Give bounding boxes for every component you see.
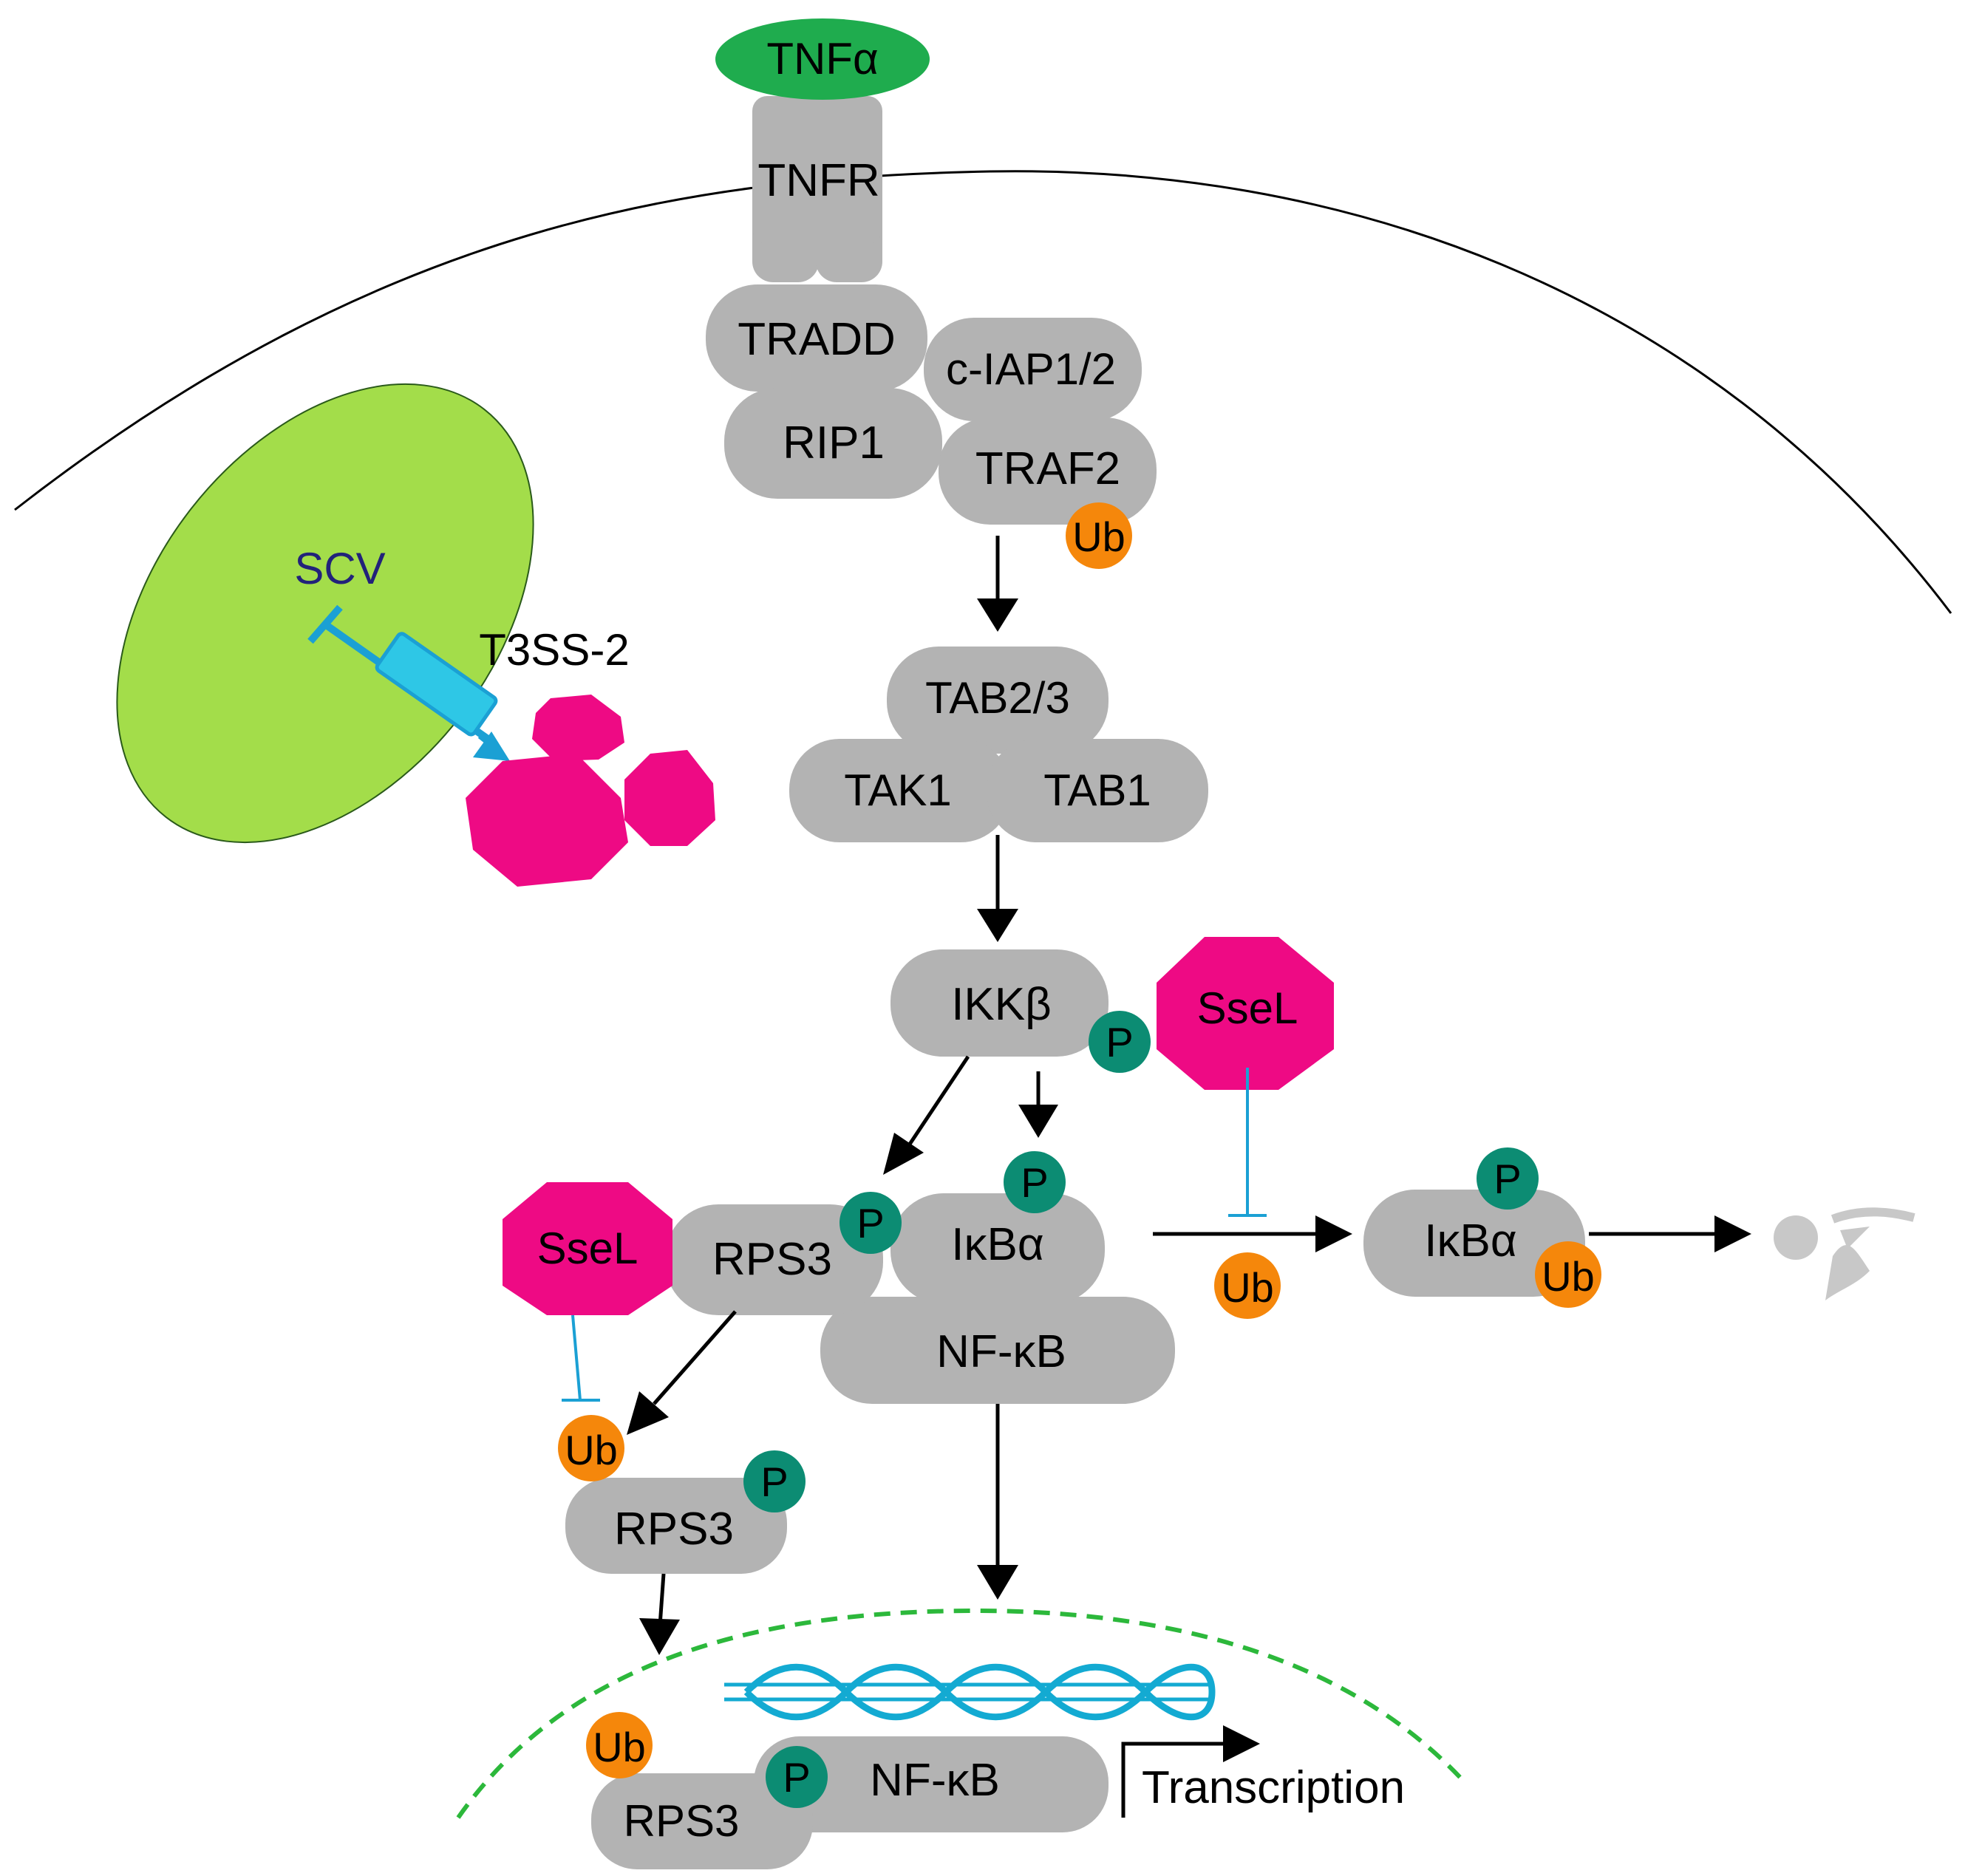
nuclear-envelope [456,1608,1465,1819]
arrow-head [977,909,1018,942]
ub-label: Ub [1221,1264,1274,1311]
nfkb-label: NF-κB [936,1326,1066,1377]
transcription-arrow [1121,1742,1227,1818]
p-label: P [783,1754,810,1801]
tnf-alpha-ligand: TNFα [715,18,930,100]
ssel-label: SseL [1197,983,1298,1033]
phospho-badge: P [1477,1147,1539,1210]
activation-arrow [653,1310,737,1405]
phospho-badge: P [1004,1151,1066,1213]
ub-label: Ub [565,1427,618,1473]
ikba-protein: IκBα [890,1193,1105,1304]
ikkb-label: IKKβ [951,979,1052,1030]
p-label: P [760,1459,788,1505]
tab1-protein: TAB1 [987,739,1208,842]
effector-proteins [466,695,715,887]
arrow-head [977,598,1018,632]
tab1-label: TAB1 [1043,765,1151,815]
inhibition-line [571,1314,582,1401]
ub-label: Ub [1072,514,1125,560]
ub-badge: Ub [1066,502,1132,569]
tradd-label: TRADD [738,314,896,365]
activation-arrow [658,1573,666,1626]
rps3-ubiquitinated: RPS3 [565,1478,787,1574]
phospho-badge: P [1089,1011,1151,1073]
ikkb-protein: IKKβ [890,949,1108,1057]
dna-helix-icon [724,1663,1216,1721]
nfkb-protein: NF-κB [820,1297,1175,1404]
arrow-head [977,1565,1018,1600]
tnfr-receptor: TNFR [752,96,882,282]
ub-label: Ub [593,1724,646,1770]
ub-label: Ub [1542,1253,1595,1300]
ciap-protein: c-IAP1/2 [924,318,1142,421]
arrow-head [1714,1215,1751,1252]
rps3-label: RPS3 [614,1504,734,1555]
phospho-badge: P [840,1192,902,1254]
scv-vacuole: SCV [116,383,534,844]
ub-badge: Ub [1214,1252,1281,1319]
cell-membrane [14,170,1952,614]
traf2-label: TRAF2 [975,443,1120,494]
ciap-label: c-IAP1/2 [946,344,1116,394]
scv-label: SCV [294,544,385,593]
tak1-label: TAK1 [844,765,952,815]
p-label: P [1494,1156,1521,1202]
phospho-badge: P [743,1450,806,1512]
t3ss-label: T3SS-2 [479,625,629,675]
tradd-protein: TRADD [706,284,927,392]
rps3-protein: RPS3 [665,1204,883,1315]
p-label: P [1021,1159,1048,1206]
ssel-effector: SseL [503,1182,672,1315]
ikba-label: IκBα [1424,1215,1516,1266]
traf2-protein: TRAF2 [939,417,1157,525]
ub-badge: Ub [1535,1241,1601,1308]
ikba-ubiquitinated: IκBα [1363,1190,1585,1297]
p-label: P [857,1200,884,1246]
rip1-protein: RIP1 [724,388,942,499]
rps3-label: RPS3 [624,1796,740,1846]
tak1-protein: TAK1 [789,739,1011,842]
syringe-icon [307,604,510,761]
tab23-label: TAB2/3 [925,673,1070,723]
ub-badge: Ub [586,1712,653,1778]
ikba-label: IκBα [951,1219,1043,1270]
rip1-label: RIP1 [783,417,885,468]
tnfa-label: TNFα [766,34,878,83]
proteasome-icon [1774,1207,1915,1300]
arrow-head [639,1618,680,1655]
nuclear-rps3: RPS3 [591,1773,813,1869]
arrow-head [1018,1105,1058,1138]
arrow-head [883,1133,924,1175]
ssel-label: SseL [537,1224,638,1273]
ssel-effector: SseL [1157,937,1334,1090]
p-label: P [1106,1019,1133,1065]
nuclear-nfkb: NF-κB [754,1736,1108,1832]
rps3-label: RPS3 [712,1234,832,1285]
phospho-badge: P [766,1746,828,1808]
arrow-head [1223,1725,1260,1762]
arrow-head [1315,1215,1352,1252]
tab23-protein: TAB2/3 [887,647,1108,754]
nfkb-label: NF-κB [870,1755,1000,1806]
arrow-head [627,1391,669,1435]
transcription-label: Transcription [1142,1762,1405,1813]
ub-badge: Ub [558,1415,624,1481]
activation-arrow [907,1055,970,1147]
tnfr-label: TNFR [757,155,879,206]
